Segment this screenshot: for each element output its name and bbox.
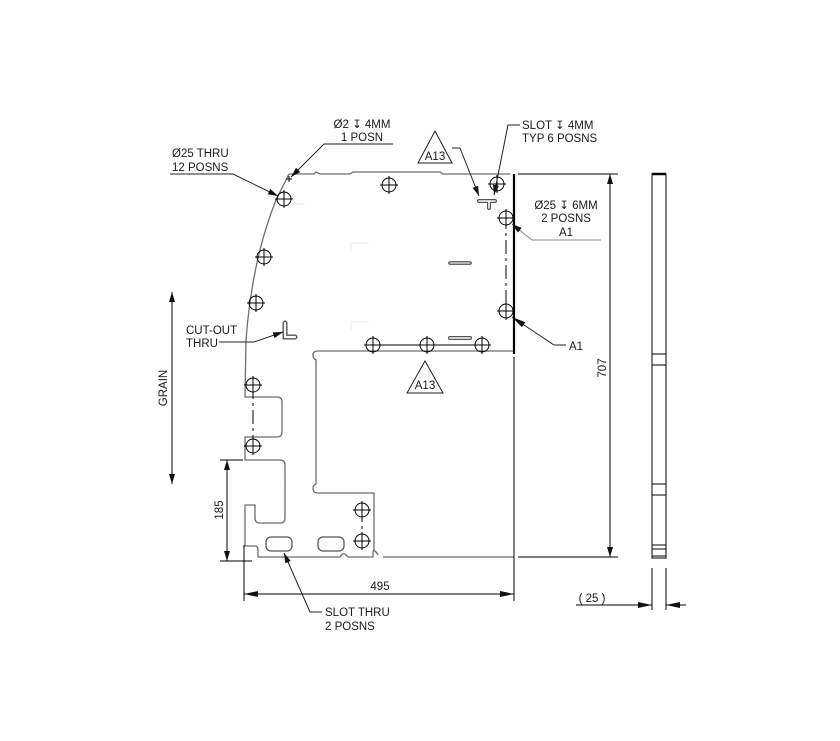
callout-a13-top: A13 <box>417 129 453 164</box>
annotation-hole-25-thru: Ø25 THRU 12 POSNS <box>170 148 279 197</box>
svg-text:12 POSNS: 12 POSNS <box>172 162 229 174</box>
hole-icon <box>255 248 273 266</box>
hole-icon <box>247 294 265 312</box>
hole-icon <box>380 176 398 194</box>
callout-a13-mid: A13 <box>406 359 444 394</box>
annotation-hole-2-depth: Ø2 ↧ 4MM 1 POSN <box>290 119 393 178</box>
callout-label: A13 <box>425 151 445 163</box>
dimension-thickness-25: ( 25 ) <box>576 593 686 608</box>
callout-label: A13 <box>415 380 435 392</box>
svg-text:GRAIN: GRAIN <box>158 370 170 406</box>
hole-icon <box>497 302 515 320</box>
svg-text:2 POSNS: 2 POSNS <box>541 213 591 225</box>
svg-text:185: 185 <box>214 500 226 519</box>
svg-text:SLOT ↧ 4MM: SLOT ↧ 4MM <box>522 120 593 132</box>
cutouts <box>265 192 497 552</box>
svg-text:SLOT THRU: SLOT THRU <box>325 607 390 619</box>
svg-text:Ø25 THRU: Ø25 THRU <box>172 148 229 160</box>
svg-text:1 POSN: 1 POSN <box>341 132 383 144</box>
svg-text:( 25 ): ( 25 ) <box>579 593 606 605</box>
small-hole-icon <box>286 176 292 182</box>
svg-text:Ø2 ↧ 4MM: Ø2 ↧ 4MM <box>334 119 391 131</box>
annotation-hole-25-depth: Ø25 ↧ 6MM 2 POSNS A1 <box>511 200 601 241</box>
side-view <box>651 172 667 610</box>
svg-text:Ø25 ↧ 6MM: Ø25 ↧ 6MM <box>534 200 597 212</box>
dimension-707: 707 <box>518 173 618 558</box>
hole-icon <box>418 336 436 354</box>
hole-icon <box>353 532 371 550</box>
svg-text:TYP 6 POSNS: TYP 6 POSNS <box>522 133 598 145</box>
part-outline <box>244 171 514 558</box>
hole-icon <box>497 209 515 227</box>
hole-icon <box>275 190 293 208</box>
annotation-cutout-thru: CUT-OUT THRU <box>186 325 284 350</box>
svg-text:495: 495 <box>370 581 389 593</box>
svg-text:2 POSNS: 2 POSNS <box>325 621 375 633</box>
svg-text:A1: A1 <box>569 341 583 353</box>
hole-icon <box>353 501 371 519</box>
svg-text:CUT-OUT: CUT-OUT <box>186 325 237 337</box>
hole-icon <box>244 376 262 394</box>
annotation-slot-depth: SLOT ↧ 4MM TYP 6 POSNS <box>493 120 598 196</box>
dimension-185: 185 <box>214 459 252 562</box>
hole-icon <box>473 336 491 354</box>
svg-text:707: 707 <box>597 358 609 377</box>
hole-icon <box>244 437 262 455</box>
annotation-slot-thru: SLOT THRU 2 POSNS <box>283 552 390 633</box>
svg-text:A1: A1 <box>559 227 573 239</box>
svg-text:THRU: THRU <box>186 338 218 350</box>
grain-direction-arrow: GRAIN <box>158 292 175 484</box>
annotation-datum-a1: A1 <box>511 316 583 353</box>
dimension-495: 495 <box>243 545 515 601</box>
hole-icon <box>364 336 382 354</box>
